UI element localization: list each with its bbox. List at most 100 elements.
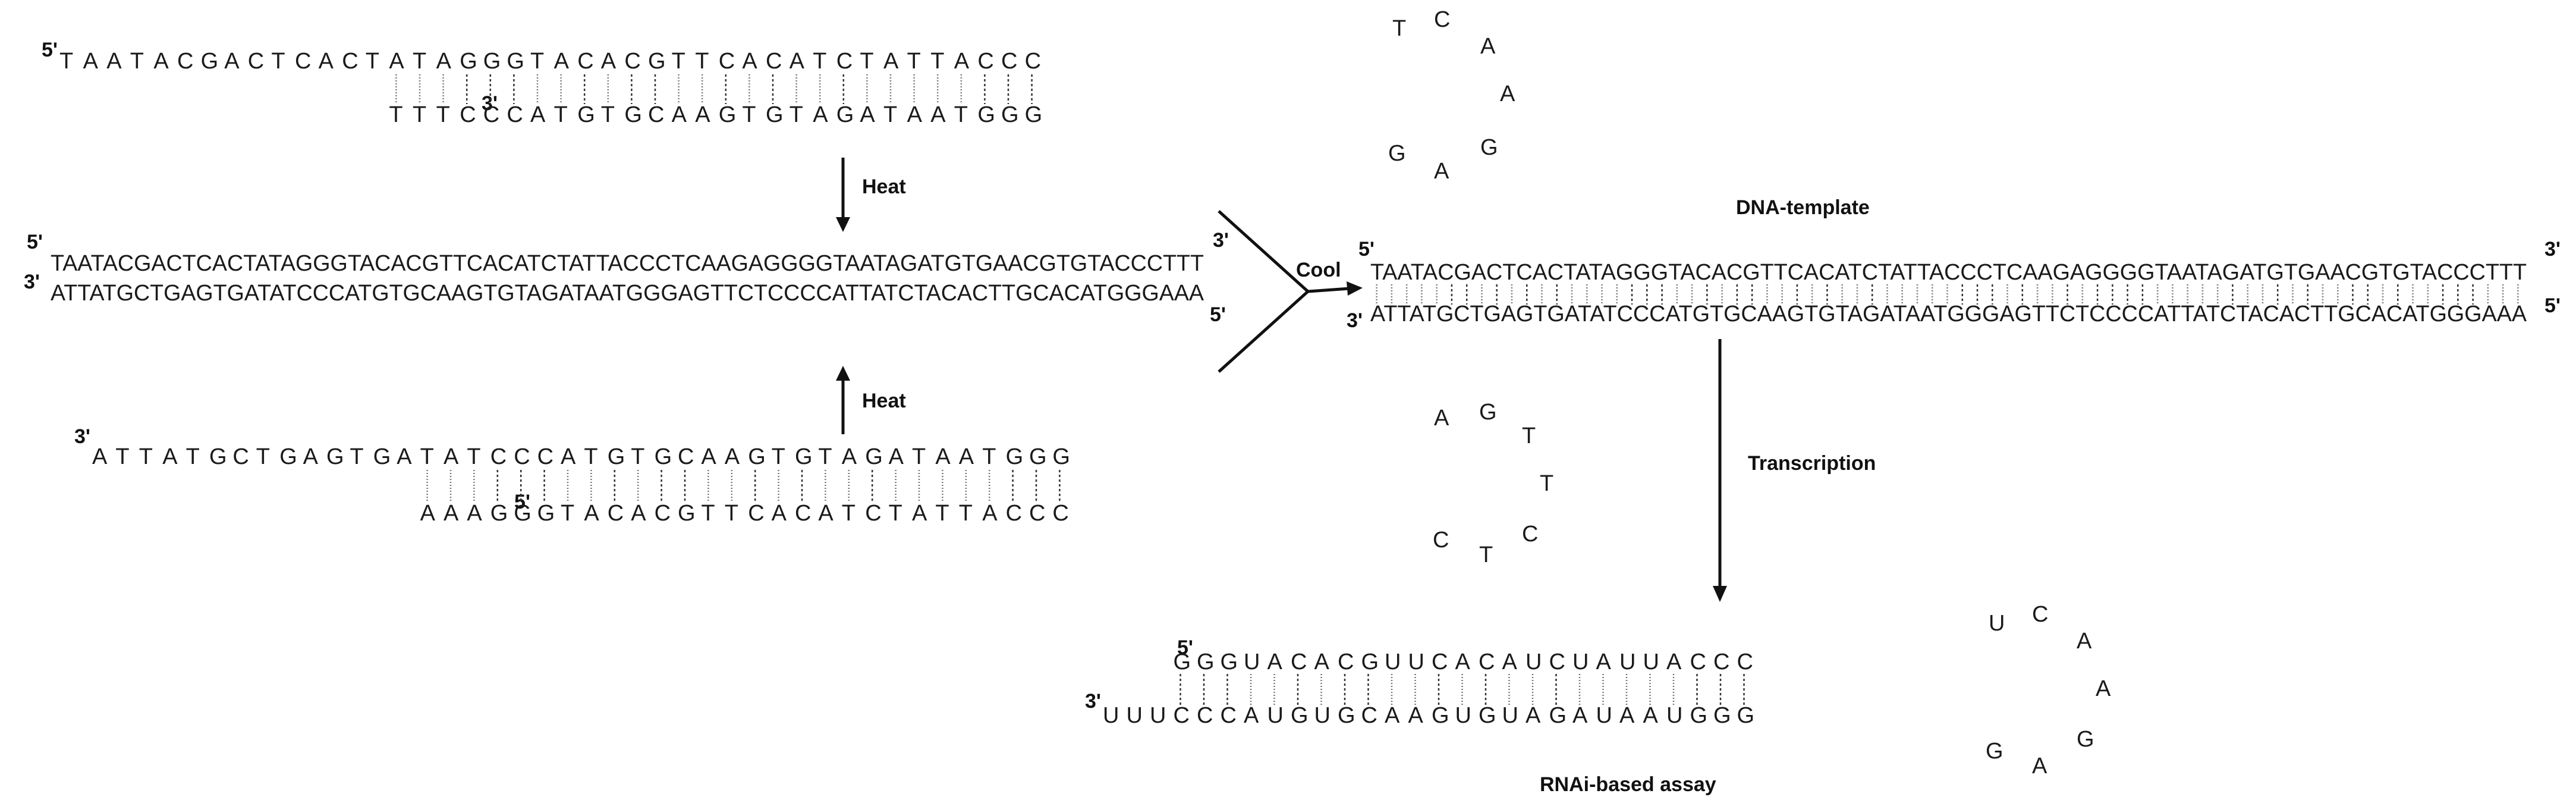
top-hp-top-base: C [1025,49,1041,74]
bot-hp-bot-base: A [444,501,459,526]
top-hp-top-base: G [460,49,477,74]
top-hp-top-base: A [436,49,452,74]
top-hp-bot-base: G [577,102,595,127]
ss-bottom-three-label: 3' [24,271,40,293]
rna-bot-base: U [1150,703,1166,728]
bot-hp-bot-base: A [772,501,787,526]
top-hp-top-base: G [648,49,666,74]
top-hp-bot-base: T [742,102,756,127]
template-five-label-bottom: 5' [2544,294,2561,317]
cool-arrow-head [1347,281,1363,296]
top-hp-bot-base: T [954,102,968,127]
top-hp-bot-base: T [436,102,450,127]
loop-base: A [1434,159,1449,184]
loop-base: G [1986,739,2003,764]
top-hp-top-base: A [153,49,169,74]
top-hp-bot-base: G [1001,102,1019,127]
bot-hp-bot-base: C [865,501,881,526]
rna-bot-base: A [1572,703,1588,728]
bottom-hairpin-three-label: 3' [74,425,90,448]
bot-hp-top-base: G [1029,444,1047,469]
rna-top-base: U [1526,650,1542,675]
rna-top-base: A [1502,650,1518,675]
rna-top-base: U [1244,650,1260,675]
bot-hp-top-base: C [232,444,249,469]
top-hp-top-base: C [719,49,735,74]
rna-top-base: C [1432,650,1448,675]
top-hp-top-base: C [342,49,358,74]
bot-hp-top-base: G [279,444,297,469]
bot-hp-bot-base: C [1052,501,1068,526]
bot-hp-top-base: C [514,444,530,469]
top-hp-top-base: A [601,49,617,74]
rna-top-base: G [1174,650,1191,675]
top-hp-bot-base: G [1025,102,1043,127]
bot-hp-top-base: T [186,444,200,469]
rna-bot-base: G [1737,703,1755,728]
template-bottom-sequence: ATTATGCTGAGTGATATCCCATGTGCAAGTGTAGATAATG… [1370,302,2527,327]
rna-bot-base: A [1244,703,1259,728]
top-hp-bot-base: G [624,102,642,127]
ss-top-three-label: 3' [1213,229,1229,252]
loop-base: A [1500,81,1515,106]
top-hp-top-base: T [930,49,944,74]
top-hp-bot-base: T [413,102,426,127]
template-five-label-top: 5' [1358,238,1375,261]
top-hp-top-base: T [530,49,544,74]
top-hairpin-five-label: 5' [42,39,58,61]
rna-bot-base: U [1502,703,1518,728]
template-base-pairs [1376,284,2519,305]
top-hp-top-base: A [106,49,122,74]
bot-hp-top-base: C [678,444,694,469]
bottom-hairpin-base-pairs [426,470,1061,501]
rna-top-base: C [1690,650,1706,675]
loop-base: A [2077,629,2092,654]
rna-top-base: U [1643,650,1659,675]
heat-arrow-up-head [836,366,850,381]
loop-base: A [1434,406,1449,431]
bot-hp-top-base: T [256,444,270,469]
bot-hp-bot-base: T [842,501,855,526]
rna-top-base: U [1408,650,1424,675]
bot-hp-bot-base: A [584,501,599,526]
bot-hp-top-base: G [1052,444,1070,469]
top-hp-top-base: C [248,49,264,74]
top-hp-top-base: C [577,49,593,74]
rna-bot-base: G [1690,703,1708,728]
rna-bot-base: C [1361,703,1377,728]
top-hp-top-base: C [977,49,993,74]
rna-bot-base: U [1314,703,1331,728]
top-hp-top-base: T [59,49,73,74]
bot-hp-bot-base: A [467,501,482,526]
bot-hp-top-base: T [584,444,597,469]
rna-bot-base: G [1338,703,1355,728]
loop-base: C [1522,522,1538,547]
bot-hp-top-base: C [537,444,553,469]
rna-bot-base: U [1666,703,1682,728]
bot-hp-top-base: G [1006,444,1024,469]
bot-hp-bot-base: G [490,501,508,526]
bot-hp-bot-base: A [631,501,646,526]
rna-bot-base: U [1103,703,1119,728]
rna-top-base: C [1338,650,1354,675]
top-hp-top-base: C [766,49,782,74]
top-hp-bot-base: A [672,102,687,127]
loop-base: G [1480,135,1498,160]
bot-hp-top-base: T [818,444,832,469]
top-hp-top-base: A [954,49,970,74]
bot-hp-top-base: A [303,444,319,469]
bot-hp-top-base: G [655,444,672,469]
template-three-label-bottom: 3' [1347,309,1363,332]
rna-caption: RNAi-based assay [1540,773,1716,796]
top-hp-bot-base: T [790,102,803,127]
rna-top-base: A [1666,650,1682,675]
loop-base: T [1392,16,1406,41]
top-hp-top-base: G [507,49,524,74]
rna-bot-base: U [1267,703,1284,728]
bot-hp-bot-base: A [912,501,927,526]
